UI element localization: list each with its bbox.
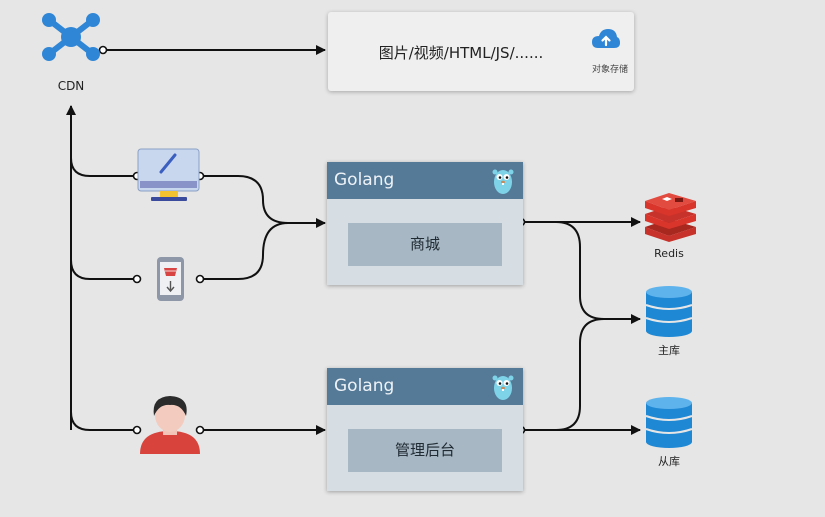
cdn-label: CDN xyxy=(58,79,85,93)
service-framework-label: Golang xyxy=(334,376,395,396)
admin-user-icon xyxy=(140,396,200,454)
mobile-to-cdn-branch xyxy=(70,259,134,280)
gopher-icon xyxy=(492,375,514,400)
primary-db-label: 主库 xyxy=(658,344,680,357)
shop-service-box: Golang 商城 xyxy=(327,162,523,285)
mobile-shopping-icon xyxy=(157,257,184,301)
database-icon xyxy=(645,397,693,448)
service-header: Golang xyxy=(327,368,523,405)
database-icon xyxy=(645,286,693,337)
backend-to-primary-line xyxy=(523,318,605,431)
storage-content-label: 图片/视频/HTML/JS/...... xyxy=(378,44,544,62)
mobile-to-shop-line xyxy=(203,222,289,280)
service-framework-label: Golang xyxy=(334,170,395,190)
desktop-to-cdn-branch xyxy=(70,157,134,177)
admin-service-box: Golang 管理后台 xyxy=(327,368,523,491)
object-storage-box: 图片/视频/HTML/JS/...... 对象存储 xyxy=(328,12,634,91)
storage-caption: 对象存储 xyxy=(591,65,628,75)
admin-to-cdn-branch xyxy=(70,411,134,431)
service-header: Golang xyxy=(327,162,523,199)
service-name-panel: 商城 xyxy=(348,223,502,266)
gopher-icon xyxy=(492,169,514,194)
desktop-to-shop-line xyxy=(203,175,326,228)
replica-db-label: 从库 xyxy=(658,455,680,468)
service-name-panel: 管理后台 xyxy=(348,429,502,472)
network-hub-icon xyxy=(42,13,100,61)
desktop-monitor-icon xyxy=(137,148,200,201)
cloud-upload-icon xyxy=(592,29,620,48)
shop-to-primary-line xyxy=(523,221,641,324)
redis-label: Redis xyxy=(654,247,684,260)
redis-icon xyxy=(645,193,696,242)
connectors xyxy=(66,45,641,435)
